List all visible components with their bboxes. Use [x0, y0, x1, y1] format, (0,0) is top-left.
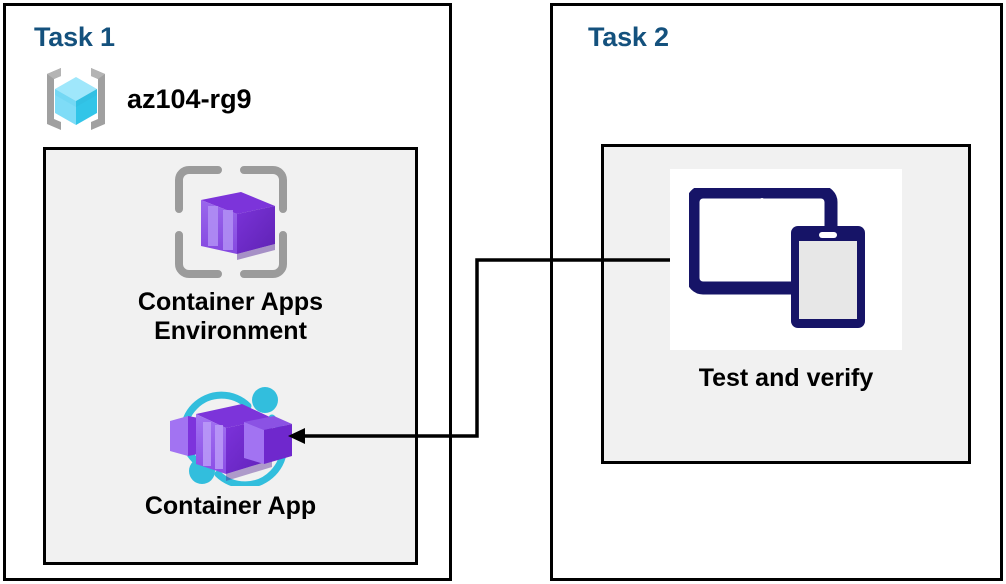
container-app-label: Container App: [144, 492, 317, 520]
task-1-panel: Task 1: [3, 3, 452, 581]
container-apps-group-box: Container Apps Environment: [43, 147, 418, 565]
task-1-title: Task 1: [34, 22, 115, 52]
test-group-box: Test and verify: [601, 144, 971, 464]
test-and-verify-label: Test and verify: [698, 364, 874, 392]
test-devices-icon: [689, 187, 883, 332]
node-container-apps-environment: Container Apps Environment: [46, 162, 415, 345]
task-2-title: Task 2: [588, 22, 669, 52]
test-icon-backdrop: [670, 169, 902, 350]
resource-group-icon: [39, 64, 113, 134]
resource-group-label: az104-rg9: [127, 83, 252, 114]
container-apps-environment-label: Container Apps Environment: [137, 288, 324, 345]
resource-group-header: az104-rg9: [39, 64, 252, 134]
node-container-app: Container App: [46, 378, 415, 521]
container-apps-environment-icon: [171, 162, 291, 282]
task-2-panel: Task 2 Test and verify: [550, 3, 1003, 581]
container-app-icon: [160, 378, 302, 486]
